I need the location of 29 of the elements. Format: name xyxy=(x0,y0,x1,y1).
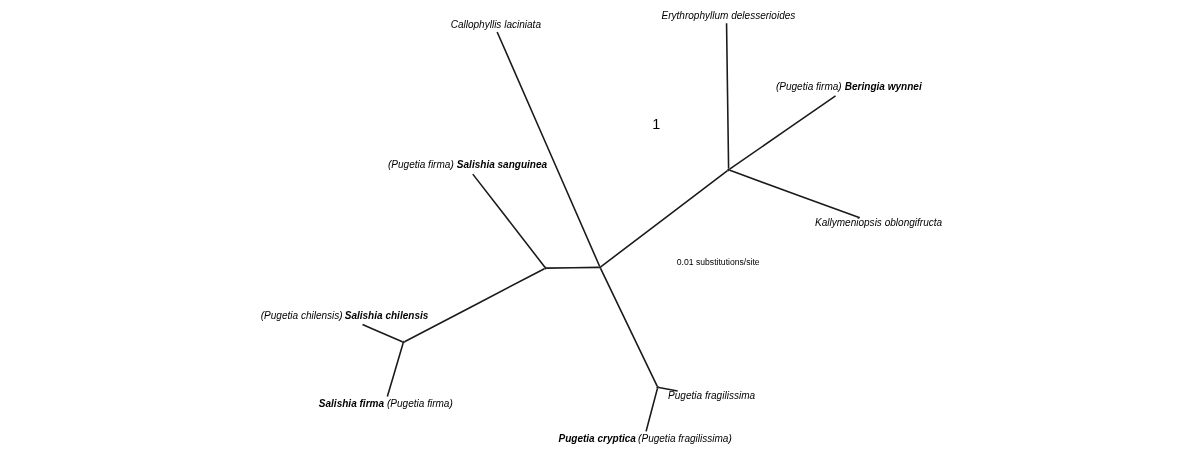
label: 1 xyxy=(651,115,660,132)
node-text: Salishia firma (Pugetia firma) xyxy=(318,398,453,410)
connector xyxy=(545,266,600,269)
label: 0.01 substitutions/site xyxy=(676,257,760,268)
node-text: (Pugetia chilensis) Salishia chilensis xyxy=(260,309,428,321)
node-text: Pugetia fragilissima xyxy=(667,390,755,402)
connector xyxy=(599,169,728,268)
node-text: Callophyllis laciniata xyxy=(450,18,541,30)
connector xyxy=(386,342,404,398)
connector xyxy=(657,386,678,392)
node-point xyxy=(598,265,601,269)
node-point xyxy=(543,266,547,270)
node-point xyxy=(401,340,405,344)
node-text: Erythrophyllum delesserioides xyxy=(661,10,795,22)
node-point xyxy=(655,385,659,389)
connector xyxy=(644,387,658,433)
connector xyxy=(495,31,600,268)
node-point xyxy=(726,168,730,172)
connector xyxy=(599,267,658,387)
connector xyxy=(728,95,836,170)
connector xyxy=(361,323,403,343)
connector xyxy=(725,22,729,170)
node-text: Kallymeniopsis oblongifructa xyxy=(814,216,942,228)
connector xyxy=(728,169,861,219)
node-text: Pugetia cryptica (Pugetia fragilissima) xyxy=(557,433,732,445)
connector xyxy=(471,173,546,268)
node-text: (Pugetia firma) Salishia sanguinea xyxy=(387,158,547,170)
connector xyxy=(403,267,545,343)
node-text: (Pugetia firma) Beringia wynnei xyxy=(775,80,922,92)
